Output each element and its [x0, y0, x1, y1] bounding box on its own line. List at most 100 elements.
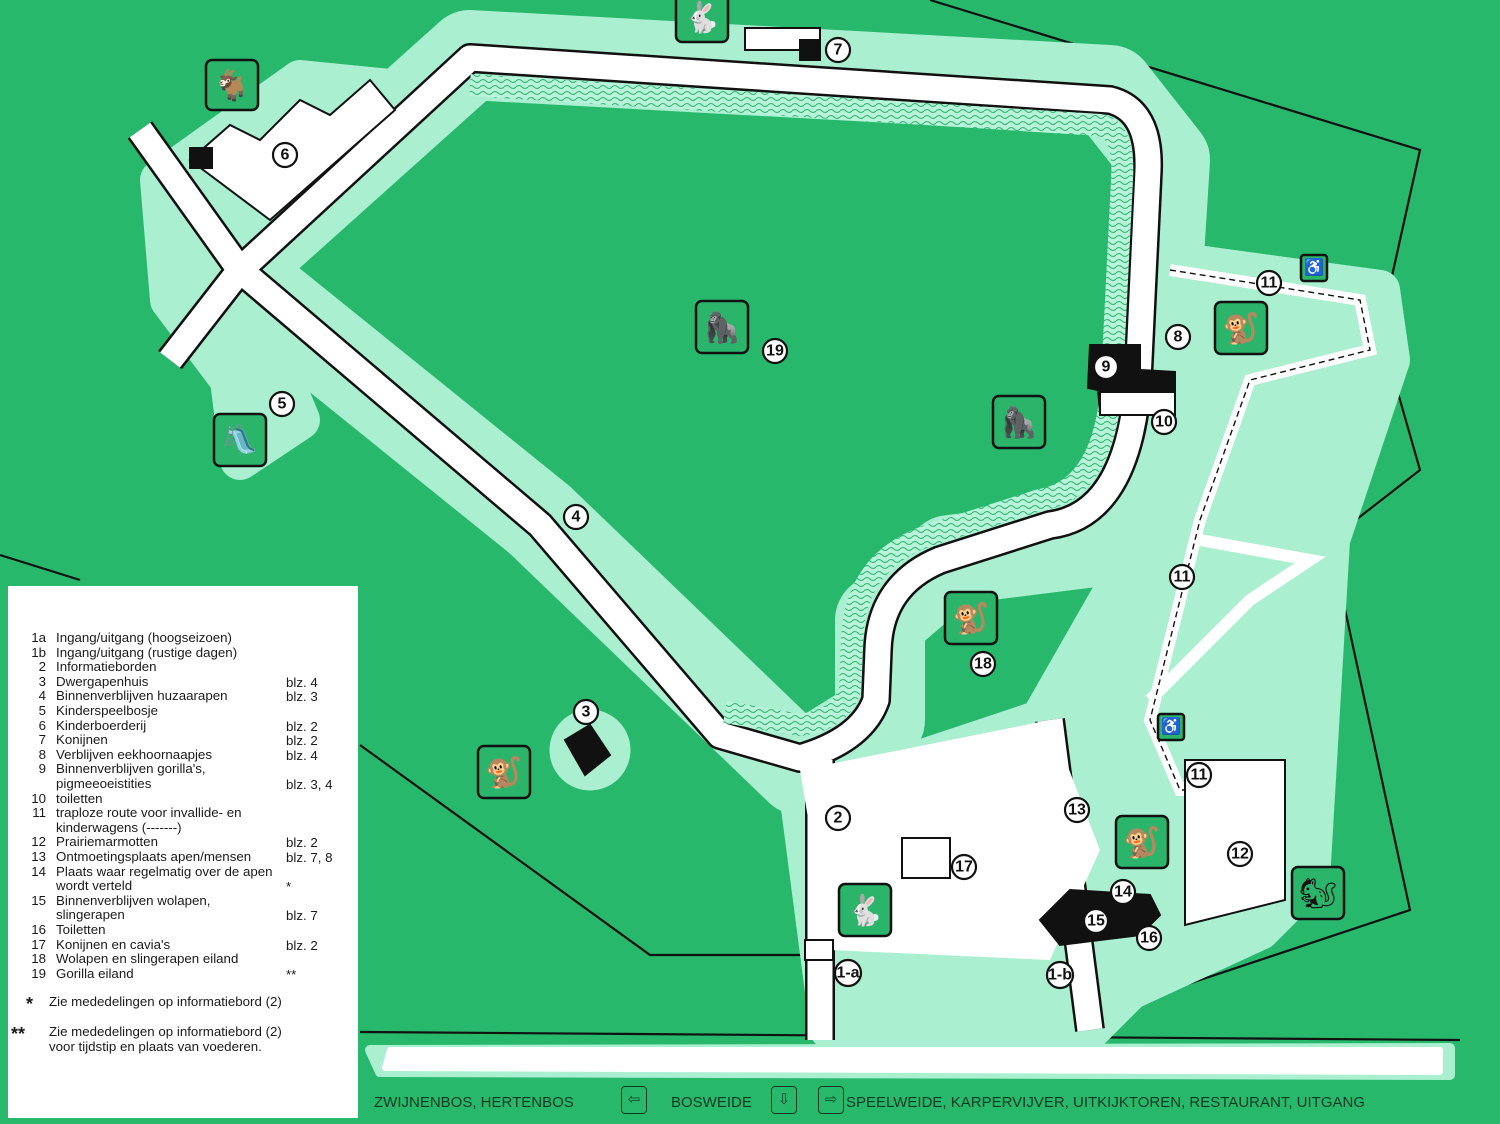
gorilla-icon: 🦍: [694, 299, 750, 355]
marker-1a[interactable]: 1-a: [833, 958, 863, 988]
legend-number: 19: [31, 965, 46, 981]
legend-label: Binnenverblijven gorilla's,: [56, 761, 206, 777]
legend-item: 12 Prairiemarmotten: [20, 835, 158, 850]
legend-number: 1a: [31, 630, 46, 645]
legend-label: Prairiemarmotten: [56, 834, 158, 850]
monkey-icon: 🐒: [1114, 814, 1170, 870]
legend-page-ref: blz. 7, 8: [286, 850, 333, 865]
marker-12[interactable]: 12: [1226, 840, 1254, 868]
marker-3[interactable]: 3: [572, 698, 600, 726]
marker-13[interactable]: 13: [1063, 796, 1091, 824]
svg-text:🐿: 🐿: [1299, 878, 1337, 911]
svg-text:11: 11: [1191, 767, 1208, 784]
svg-text:5: 5: [278, 396, 287, 413]
marker-7[interactable]: 7: [824, 36, 852, 64]
legend-number: 8: [38, 746, 46, 762]
marker-11[interactable]: 11: [1255, 269, 1283, 297]
legend-label: Toiletten: [56, 922, 106, 937]
legend-number: 12: [31, 834, 46, 850]
marker-5[interactable]: 5: [268, 390, 296, 418]
legend-label: Konijnen: [56, 732, 108, 748]
legend-page-ref: blz. 4: [286, 674, 318, 690]
direction-right: SPEELWEIDE, KARPERVIJVER, UITKIJKTOREN, …: [846, 1094, 1365, 1111]
wheelchair-stroller-icon: ♿: [1156, 712, 1186, 742]
svg-text:8: 8: [1174, 329, 1183, 346]
marker-11[interactable]: 11: [1185, 761, 1213, 789]
legend-page-ref: blz. 4: [286, 747, 318, 763]
svg-text:16: 16: [1140, 930, 1158, 947]
legend-number: 2: [38, 659, 46, 675]
svg-text:3: 3: [582, 704, 591, 721]
legend-label: Plaats waar regelmatig over de apen: [56, 863, 273, 879]
svg-text:7: 7: [834, 42, 843, 59]
legend-number: 9: [38, 761, 46, 777]
svg-text:6: 6: [281, 147, 290, 164]
marker-16[interactable]: 16: [1135, 924, 1163, 952]
marker-6[interactable]: 6: [271, 141, 299, 169]
svg-text:🐒: 🐒: [485, 755, 522, 790]
goat-icon: 🐐: [204, 58, 260, 112]
legend-number: 13: [31, 849, 46, 864]
legend-number: 10: [31, 790, 46, 806]
main-road: [127, 43, 1443, 1075]
svg-text:🛝: 🛝: [221, 423, 258, 458]
legend-item: 7 Konijnen: [20, 732, 108, 748]
legend-label: Gorilla eiland: [56, 965, 134, 981]
legend-label-continued: wordt verteld: [56, 878, 133, 894]
wheelchair-stroller-icon: ♿: [1299, 253, 1329, 283]
svg-text:2: 2: [834, 810, 843, 827]
legend-page-ref: blz. 2: [286, 835, 318, 851]
marker-15[interactable]: 15: [1082, 907, 1110, 935]
svg-text:18: 18: [974, 656, 992, 673]
legend-label: Kinderspeelbosje: [56, 703, 159, 718]
svg-text:🐒: 🐒: [1123, 825, 1160, 860]
marker-10[interactable]: 10: [1150, 408, 1178, 436]
svg-text:12: 12: [1231, 846, 1249, 863]
legend-label: Kinderboerderij: [56, 717, 147, 733]
legend-label-continued: slingerapen: [56, 907, 125, 923]
marker-11[interactable]: 11: [1168, 563, 1196, 591]
marker-4[interactable]: 4: [562, 503, 590, 531]
marker-2[interactable]: 2: [824, 804, 852, 832]
svg-text:15: 15: [1087, 913, 1105, 930]
legend-page-ref: blz. 7: [286, 908, 318, 924]
legend-label: Konijnen en cavia's: [56, 936, 171, 952]
legend-label: Binnenverblijven huzaarapen: [56, 688, 228, 704]
svg-text:🦍: 🦍: [703, 310, 740, 345]
legend-item: 17 Konijnen en cavia's: [20, 936, 171, 953]
rabbit-icon: 🐇: [837, 882, 893, 938]
marker-1b[interactable]: 1-b: [1045, 960, 1075, 990]
svg-text:🐐: 🐐: [213, 68, 250, 103]
svg-text:9: 9: [1102, 359, 1111, 376]
legend-label: traploze route voor invallide- en: [56, 805, 242, 821]
rabbit-icon: 🐇: [674, 0, 730, 44]
legend-number: 17: [31, 936, 46, 952]
marker-18[interactable]: 18: [969, 650, 997, 678]
legend-page-ref: blz. 2: [286, 718, 318, 734]
marker-19[interactable]: 19: [761, 337, 789, 365]
monkey-icon: 🐒: [943, 590, 999, 646]
svg-text:🐇: 🐇: [683, 0, 720, 35]
legend-page-ref: blz. 2: [286, 937, 318, 953]
marker-8[interactable]: 8: [1164, 323, 1192, 351]
marker-17[interactable]: 17: [950, 853, 978, 881]
marker-14[interactable]: 14: [1109, 878, 1137, 906]
marker-9[interactable]: 9: [1092, 353, 1120, 381]
svg-text:11: 11: [1261, 275, 1278, 292]
arrow-right-icon: ⇨: [818, 1086, 844, 1114]
svg-text:17: 17: [955, 859, 973, 876]
playground-slide-icon: 🛝: [212, 412, 268, 468]
legend-number: 7: [38, 732, 46, 748]
direction-signs: ZWIJNENBOS, HERTENBOS BOSWEIDE SPEELWEID…: [0, 1088, 1500, 1118]
